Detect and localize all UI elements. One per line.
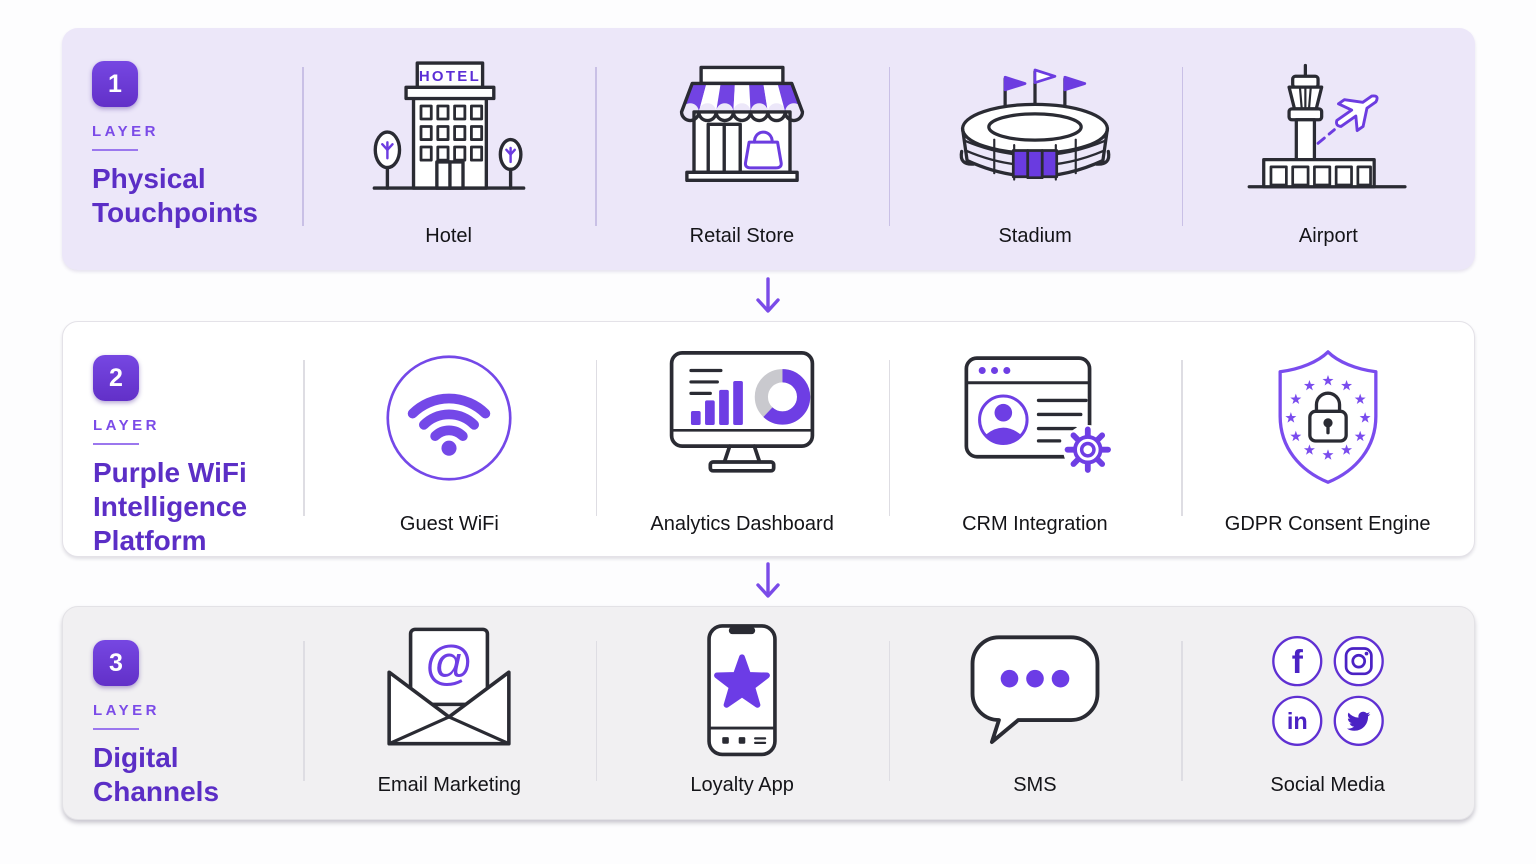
- cell-analytics-dashboard: Analytics Dashboard: [595, 322, 889, 558]
- item-label: Analytics Dashboard: [650, 513, 834, 536]
- layer-3-eyebrow: LAYER: [93, 702, 160, 719]
- arrow-down-icon: [755, 276, 781, 321]
- sms-bubble-icon: [960, 607, 1110, 774]
- svg-text:in: in: [1286, 707, 1307, 733]
- layer-1-title: Physical Touchpoints: [92, 163, 258, 229]
- wifi-icon: [378, 322, 520, 513]
- item-label: Email Marketing: [377, 774, 522, 796]
- hotel-icon: HOTEL: [365, 28, 533, 225]
- cell-loyalty-app: Loyalty App: [595, 607, 889, 819]
- item-label: GDPR Consent Engine: [1224, 513, 1431, 536]
- cell-hotel: HOTEL Hotel: [302, 28, 595, 270]
- layer-1-eyebrow: LAYER: [92, 123, 159, 140]
- airport-icon: [1242, 28, 1414, 225]
- item-label: CRM Integration: [962, 513, 1108, 536]
- svg-text:f: f: [1291, 643, 1303, 680]
- layer-1-card: 1 LAYER Physical Touchpoints H: [62, 28, 1475, 270]
- cell-gdpr-consent: GDPR Consent Engine: [1181, 322, 1474, 558]
- layer-3-rule: [93, 728, 139, 730]
- layer-2-rule: [93, 443, 139, 445]
- at-symbol: @: [425, 636, 474, 690]
- retail-store-icon: [662, 28, 822, 225]
- cell-guest-wifi: Guest WiFi: [303, 322, 596, 558]
- item-label: Retail Store: [689, 225, 795, 247]
- item-label: Stadium: [998, 225, 1072, 247]
- layer-3-meta: 3 LAYER Digital Channels: [63, 607, 303, 819]
- layer-3-number-badge: 3: [93, 640, 139, 686]
- item-label: Guest WiFi: [399, 513, 499, 536]
- layer-1-rule: [92, 149, 138, 151]
- layer-2-meta: 2 LAYER Purple WiFi Intelligence Platfor…: [63, 322, 303, 558]
- twitter-icon: [1346, 711, 1370, 731]
- arrow-down-icon: [755, 561, 781, 606]
- cell-email-marketing: @ Email Marketing: [303, 607, 596, 819]
- item-label: Airport: [1298, 225, 1358, 247]
- layer-1-meta: 1 LAYER Physical Touchpoints: [62, 28, 302, 270]
- item-label: Hotel: [425, 225, 472, 247]
- analytics-dashboard-icon: [654, 322, 830, 513]
- cell-airport: Airport: [1181, 28, 1475, 270]
- cell-stadium: Stadium: [888, 28, 1182, 270]
- hotel-sign-text: HOTEL: [418, 68, 480, 85]
- item-label: SMS: [1013, 774, 1057, 796]
- layer-1-number-badge: 1: [92, 61, 138, 107]
- instagram-icon: [1344, 646, 1373, 675]
- layer-3-title: Digital Channels: [93, 742, 220, 808]
- item-label: Social Media: [1270, 774, 1385, 796]
- layer-3-card: 3 LAYER Digital Channels @ Email Marketi…: [62, 606, 1475, 820]
- layer-2-eyebrow: LAYER: [93, 417, 160, 434]
- cell-crm-integration: CRM Integration: [888, 322, 1182, 558]
- linkedin-icon: in: [1286, 707, 1307, 733]
- cell-sms: SMS: [888, 607, 1182, 819]
- layer-2-card: 2 LAYER Purple WiFi Intelligence Platfor…: [62, 321, 1475, 557]
- stadium-icon: [949, 28, 1121, 225]
- gdpr-shield-icon: [1262, 322, 1394, 513]
- facebook-icon: f: [1291, 643, 1303, 680]
- cell-social-media: f in Social Media: [1181, 607, 1474, 819]
- item-label: Loyalty App: [690, 774, 794, 796]
- crm-integration-icon: [947, 322, 1123, 513]
- social-media-icon: f in: [1253, 607, 1403, 774]
- cell-retail-store: Retail Store: [595, 28, 888, 270]
- layer-2-number-badge: 2: [93, 355, 139, 401]
- email-marketing-icon: @: [373, 607, 525, 774]
- layer-2-title: Purple WiFi Intelligence Platform: [93, 457, 248, 557]
- loyalty-app-icon: [684, 607, 800, 774]
